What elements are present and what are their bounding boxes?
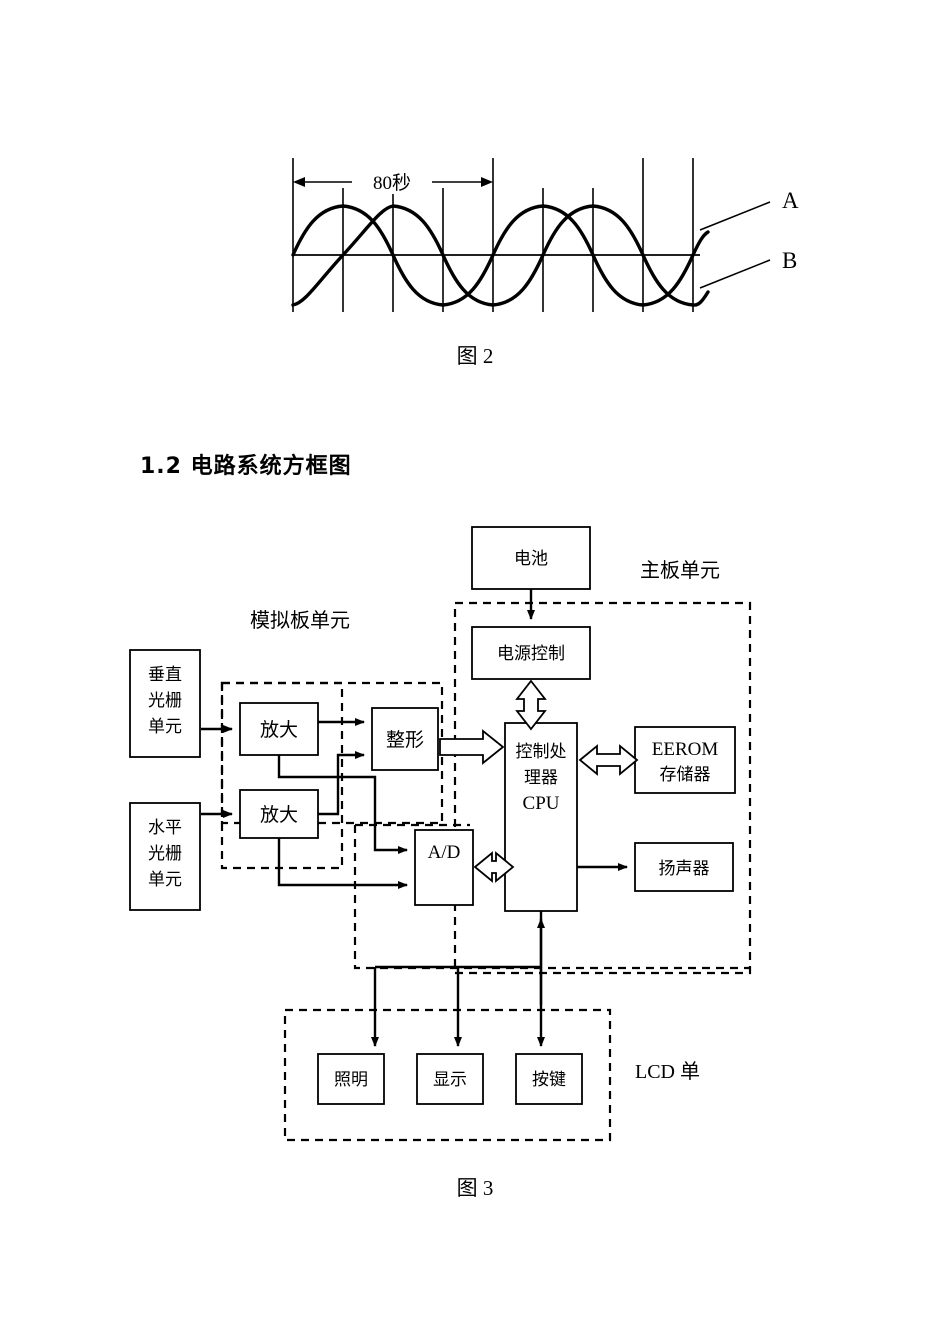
block-shaping (371, 707, 439, 771)
dimension-label-80s: 80秒 (373, 172, 411, 194)
wave-label-b: B (782, 248, 797, 273)
waveform-curve-b (291, 204, 710, 307)
connector-amptop-to-adc (277, 755, 408, 854)
dimension-arrow-80s: 80秒 (293, 170, 493, 194)
block-label-vertical-grating-line3: 单元 (148, 717, 182, 736)
block-label-adc: A/D (428, 842, 461, 863)
block-horizontal-grating (129, 802, 201, 911)
block-display (416, 1053, 484, 1105)
block-label-horizontal-grating-line1: 水平 (148, 818, 182, 837)
block-amplifier-top (239, 702, 319, 756)
block-label-battery: 电池 (514, 549, 548, 568)
connector-ampbottom-to-adc (277, 838, 408, 889)
waveform-svg: 80秒 A B (291, 158, 799, 312)
figure-3-block-diagram: 主板单元 模拟板单元 LCD 单 电池 电源控制 垂直 光栅 单元 水平 光栅 … (0, 505, 950, 1165)
block-speaker (634, 842, 734, 892)
block-label-eerom-line2: 存储器 (660, 765, 711, 784)
block-lighting (317, 1053, 385, 1105)
group-boundary-analog-lower (220, 681, 344, 870)
block-label-horizontal-grating-line3: 单元 (148, 870, 182, 889)
bus-arrow-adc-cpu (473, 851, 515, 883)
block-label-horizontal-grating-line2: 光栅 (148, 844, 182, 863)
wave-label-a: A (782, 188, 799, 213)
figure-2-waveform: 80秒 A B (0, 140, 950, 360)
block-label-display: 显示 (433, 1070, 467, 1089)
block-label-cpu-line2: 理器 (524, 768, 558, 787)
group-label-analog-board: 模拟板单元 (250, 609, 350, 632)
block-label-speaker: 扬声器 (659, 859, 710, 878)
figure-2-caption: 图 2 (456, 344, 494, 368)
leader-line-b (699, 259, 771, 289)
block-eerom (634, 726, 736, 794)
block-vertical-grating (129, 649, 201, 758)
block-battery (471, 526, 591, 590)
block-label-amplifier-bottom: 放大 (260, 804, 298, 826)
block-adc (414, 829, 474, 906)
figure-3-caption: 图 3 (456, 1176, 494, 1200)
group-label-lcd: LCD 单 (635, 1060, 700, 1083)
connector-ampbottom-to-shaping (318, 751, 365, 816)
bus-arrow-shaping-cpu (439, 729, 505, 765)
block-label-shaping: 整形 (386, 729, 424, 751)
leader-line-a (699, 201, 771, 231)
waveform-gridlines (292, 158, 694, 312)
group-label-mainboard: 主板单元 (640, 559, 720, 582)
block-label-power-control: 电源控制 (497, 644, 565, 663)
block-label-vertical-grating-line2: 光栅 (148, 691, 182, 710)
block-diagram-svg: 主板单元 模拟板单元 LCD 单 电池 电源控制 垂直 光栅 单元 水平 光栅 … (129, 526, 752, 1142)
block-power-control (471, 626, 591, 680)
bus-arrow-power-cpu (515, 679, 547, 731)
block-label-keys: 按键 (532, 1070, 566, 1089)
group-boundary-mainboard (453, 601, 752, 975)
bus-arrow-cpu-eerom (578, 744, 639, 776)
block-label-amplifier-top: 放大 (260, 719, 298, 741)
block-label-cpu-line3: CPU (523, 793, 560, 814)
block-label-lighting: 照明 (334, 1070, 368, 1089)
group-boundary-lcd (283, 1008, 612, 1142)
block-label-eerom-line1: EEROM (652, 739, 719, 760)
section-heading: 1.2 电路系统方框图 (140, 454, 352, 479)
block-keys (515, 1053, 583, 1105)
block-label-cpu-line1: 控制处 (516, 742, 567, 761)
block-cpu (504, 722, 578, 912)
block-label-vertical-grating-line1: 垂直 (148, 665, 182, 684)
group-boundary-adc (353, 825, 750, 970)
